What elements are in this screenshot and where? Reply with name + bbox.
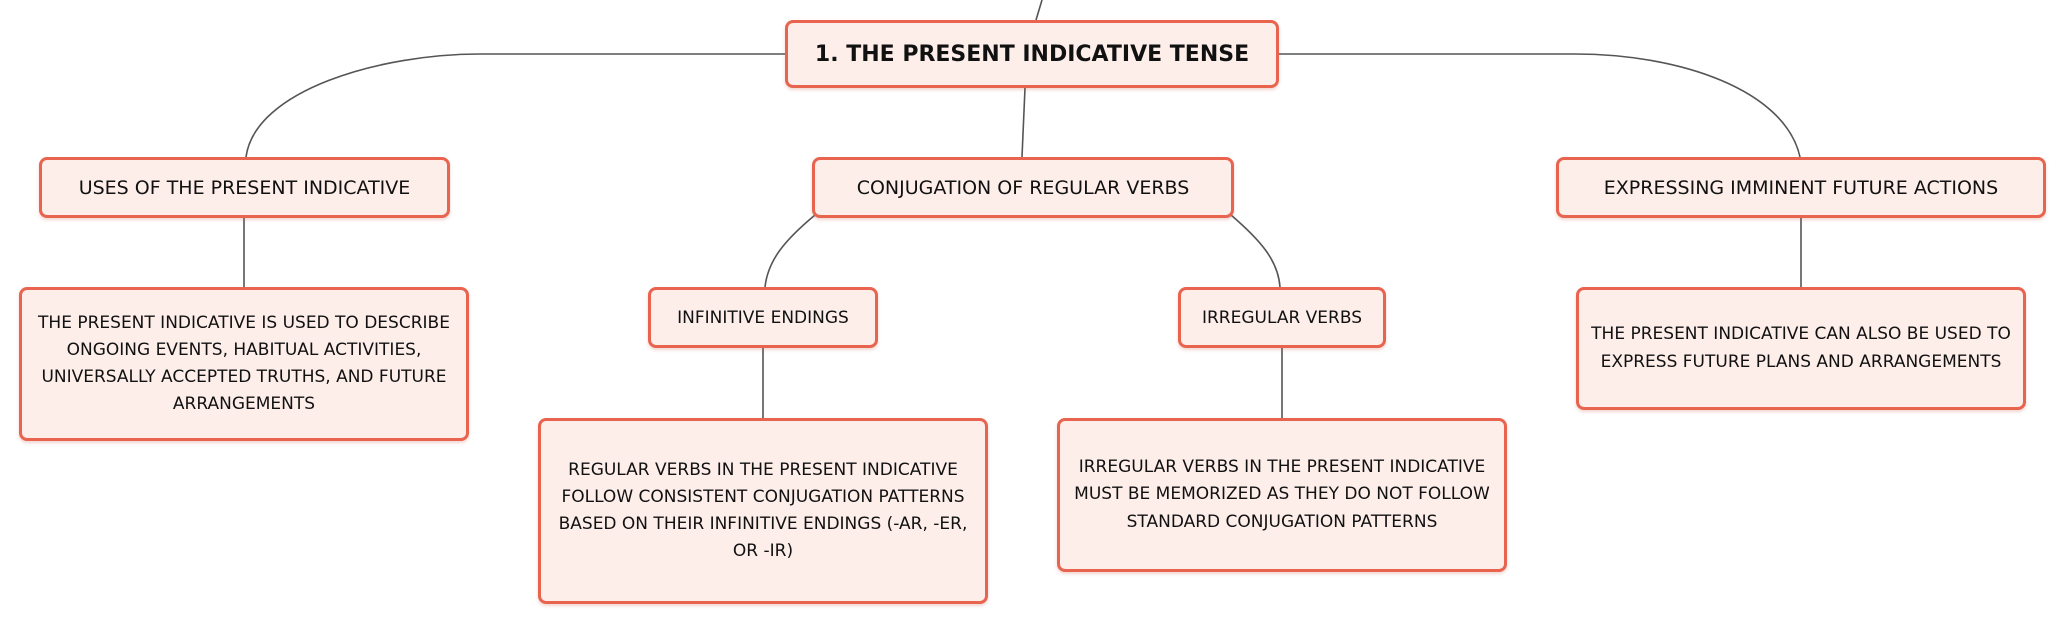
node-irregular-verbs: IRREGULAR VERBS: [1178, 287, 1386, 348]
node-conjugation-label: CONJUGATION OF REGULAR VERBS: [856, 176, 1190, 199]
node-future-description: THE PRESENT INDICATIVE CAN ALSO BE USED …: [1576, 287, 2026, 410]
node-infinitive-endings: INFINITIVE ENDINGS: [648, 287, 878, 348]
connector-incoming: [1035, 0, 1043, 21]
root-node: 1. THE PRESENT INDICATIVE TENSE: [785, 20, 1279, 88]
node-infinitive-description: REGULAR VERBS IN THE PRESENT INDICATIVE …: [538, 418, 988, 604]
connector-root-uses: [245, 53, 785, 158]
node-uses: USES OF THE PRESENT INDICATIVE: [39, 157, 450, 218]
node-irregular-description: IRREGULAR VERBS IN THE PRESENT INDICATIV…: [1057, 418, 1507, 572]
node-infinitive-endings-label: INFINITIVE ENDINGS: [677, 307, 849, 328]
connector-root-conjugation: [1021, 87, 1026, 158]
node-conjugation: CONJUGATION OF REGULAR VERBS: [812, 157, 1234, 218]
node-uses-description: THE PRESENT INDICATIVE IS USED TO DESCRI…: [19, 287, 469, 441]
node-uses-label: USES OF THE PRESENT INDICATIVE: [78, 176, 411, 199]
node-uses-description-text: THE PRESENT INDICATIVE IS USED TO DESCRI…: [38, 312, 450, 415]
root-label: 1. THE PRESENT INDICATIVE TENSE: [814, 41, 1250, 67]
node-future-label: EXPRESSING IMMINENT FUTURE ACTIONS: [1603, 176, 1999, 199]
node-irregular-description-text: IRREGULAR VERBS IN THE PRESENT INDICATIV…: [1074, 457, 1490, 532]
connector-conjugation-irregular: [1230, 214, 1281, 288]
node-future-description-text: THE PRESENT INDICATIVE CAN ALSO BE USED …: [1591, 324, 2011, 372]
connector-conjugation-infinitive: [764, 214, 816, 288]
node-irregular-verbs-label: IRREGULAR VERBS: [1201, 307, 1363, 328]
node-infinitive-description-text: REGULAR VERBS IN THE PRESENT INDICATIVE …: [558, 459, 968, 562]
node-future: EXPRESSING IMMINENT FUTURE ACTIONS: [1556, 157, 2046, 218]
connector-root-future: [1279, 53, 1801, 158]
